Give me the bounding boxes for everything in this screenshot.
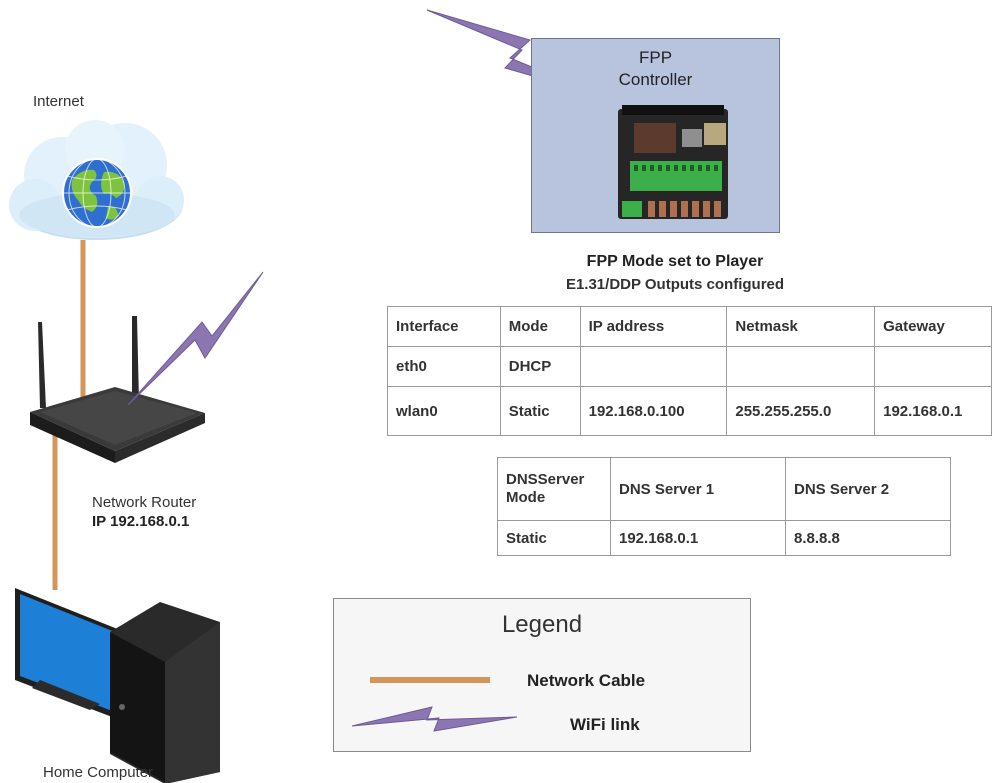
router-name-label: Network Router <box>92 494 197 511</box>
controller-title: FPP Controller <box>532 47 779 91</box>
header-dns-server-1: DNS Server 1 <box>610 457 786 521</box>
outputs-subheading: E1.31/DDP Outputs configured <box>565 276 785 293</box>
home-computer-label: Home Computer <box>43 764 154 781</box>
cell-netmask <box>726 346 876 387</box>
header-interface: Interface <box>387 306 501 347</box>
legend-wifi-label: WiFi link <box>570 715 640 734</box>
cell-gateway: 192.168.0.1 <box>874 386 992 436</box>
controller-title-line2: Controller <box>618 70 693 89</box>
interfaces-table: Interface Mode IP address Netmask Gatewa… <box>387 306 992 436</box>
internet-label: Internet <box>33 93 84 110</box>
table-row: wlan0 Static 192.168.0.100 255.255.255.0… <box>387 386 992 436</box>
computer-icon <box>15 588 220 783</box>
cell-interface: wlan0 <box>387 386 501 436</box>
header-gateway: Gateway <box>874 306 992 347</box>
table-header-row: DNSServer Mode DNS Server 1 DNS Server 2 <box>497 457 951 521</box>
legend-cable-label: Network Cable <box>527 671 646 690</box>
globe-icon <box>62 158 132 228</box>
controller-title-line1: FPP <box>638 48 673 67</box>
cell-dns-server-1: 192.168.0.1 <box>610 520 786 556</box>
header-dns-server-2: DNS Server 2 <box>785 457 951 521</box>
controller-board-icon <box>618 105 728 219</box>
cell-dns-server-2: 8.8.8.8 <box>785 520 951 556</box>
header-netmask: Netmask <box>726 306 876 347</box>
wifi-link-router <box>127 271 264 406</box>
legend-box: Legend Network Cable WiFi link <box>333 598 751 752</box>
legend-wifi-swatch <box>351 706 518 732</box>
header-dns-server-mode: DNSServer Mode <box>497 457 611 521</box>
cell-ip-address: 192.168.0.100 <box>579 386 728 436</box>
table-row: Static 192.168.0.1 8.8.8.8 <box>497 520 951 556</box>
table-row: eth0 DHCP <box>387 346 992 387</box>
cell-mode: Static <box>499 386 581 436</box>
table-header-row: Interface Mode IP address Netmask Gatewa… <box>387 306 992 347</box>
cell-netmask: 255.255.255.0 <box>726 386 876 436</box>
mode-heading: FPP Mode set to Player <box>586 253 764 270</box>
legend-swatches <box>351 677 518 732</box>
fpp-controller: FPP Controller <box>531 38 780 233</box>
router-ip-label: IP 192.168.0.1 <box>92 513 190 530</box>
cell-gateway <box>874 346 992 387</box>
legend-title: Legend <box>501 611 583 638</box>
dns-table: DNSServer Mode DNS Server 1 DNS Server 2… <box>497 457 951 556</box>
cell-mode: DHCP <box>499 346 581 387</box>
header-mode: Mode <box>499 306 581 347</box>
header-ip-address: IP address <box>579 306 728 347</box>
cell-ip-address <box>579 346 728 387</box>
cell-dns-mode: Static <box>497 520 611 556</box>
cell-interface: eth0 <box>387 346 501 387</box>
router-icon <box>30 316 205 463</box>
